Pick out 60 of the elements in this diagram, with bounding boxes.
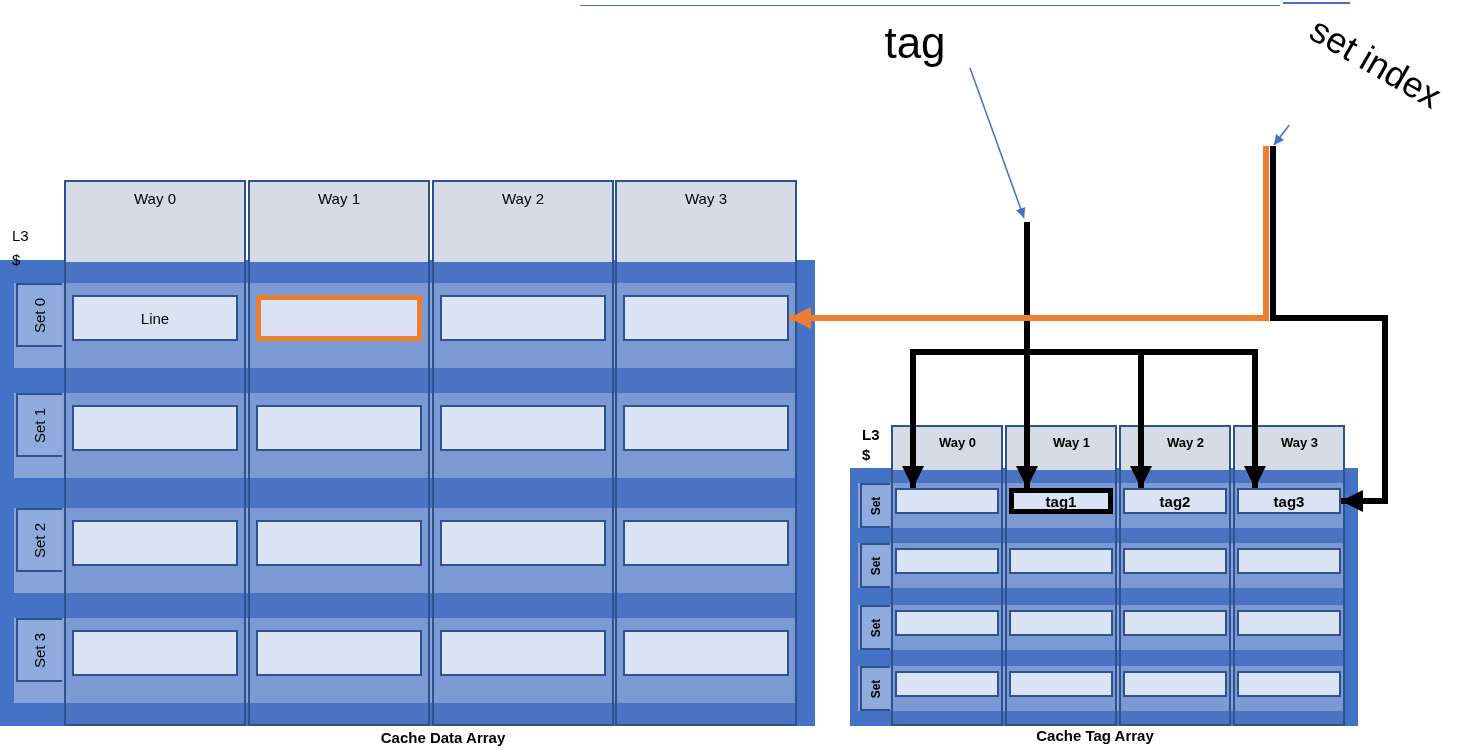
cache-line-cell: tag1: [1009, 488, 1113, 514]
cache-line-cell: [72, 405, 238, 451]
row-label: Set: [860, 483, 890, 528]
cache-line-cell: [1009, 671, 1113, 697]
row-label: Set 0: [16, 283, 62, 347]
cache-line-cell: tag3: [1237, 488, 1341, 514]
cache-line-cell: [1123, 610, 1227, 636]
cache-line-cell: [895, 671, 999, 697]
row-label: Set: [860, 605, 890, 650]
cache-line-cell: [1123, 671, 1227, 697]
cache-line-cell: [623, 405, 789, 451]
row-label: Set 3: [16, 618, 62, 682]
array-label: L3 $: [862, 425, 881, 465]
row-label: Set 1: [16, 393, 62, 457]
cache-line-cell: [72, 630, 238, 676]
cache-line-cell: [72, 520, 238, 566]
cache-line-cell: [440, 295, 606, 341]
leader-line: [969, 67, 1026, 219]
array-label: L3 $: [12, 226, 30, 270]
cache-line-cell: [440, 630, 606, 676]
row-label: Set 2: [16, 508, 62, 572]
leader-line: [1273, 124, 1290, 146]
column-header: Way 3: [1233, 425, 1345, 470]
cache-line-cell: [895, 610, 999, 636]
cache-line-cell: [623, 520, 789, 566]
array-caption: Cache Tag Array: [1035, 727, 1155, 744]
cache-line-cell: [1009, 610, 1113, 636]
column-header: Way 1: [1005, 425, 1117, 470]
column-header: Way 1: [248, 180, 430, 262]
cache-line-cell: [256, 295, 422, 341]
row-label: Set: [860, 666, 890, 711]
column-header: Way 2: [432, 180, 614, 262]
column-header: Way 0: [64, 180, 246, 262]
cache-line-cell: [1237, 610, 1341, 636]
cache-line-cell: [623, 295, 789, 341]
cache-line-cell: [1009, 548, 1113, 574]
row-label: Set: [860, 543, 890, 588]
cache-line-cell: [895, 488, 999, 514]
cache-line-cell: [1237, 548, 1341, 574]
cache-line-cell: [895, 548, 999, 574]
cache-line-cell: [1237, 671, 1341, 697]
arrow: [1270, 146, 1388, 512]
cache-line-cell: [1123, 548, 1227, 574]
cache-line-cell: [440, 520, 606, 566]
arrow: [789, 146, 1269, 329]
array-caption: Cache Data Array: [379, 729, 507, 746]
cache-line-cell: Line: [72, 295, 238, 341]
column-header: Way 0: [891, 425, 1003, 470]
column-header: Way 2: [1119, 425, 1231, 470]
cache-line-cell: [256, 405, 422, 451]
cache-line-cell: [256, 520, 422, 566]
field-label: tag: [860, 18, 970, 68]
cache-line-cell: tag2: [1123, 488, 1227, 514]
column-header: Way 3: [615, 180, 797, 262]
cache-line-cell: [256, 630, 422, 676]
cache-line-cell: [623, 630, 789, 676]
cache-line-cell: [440, 405, 606, 451]
arrow: [1024, 222, 1266, 488]
cache-array: [0, 180, 815, 726]
cache-array: [850, 425, 1358, 726]
